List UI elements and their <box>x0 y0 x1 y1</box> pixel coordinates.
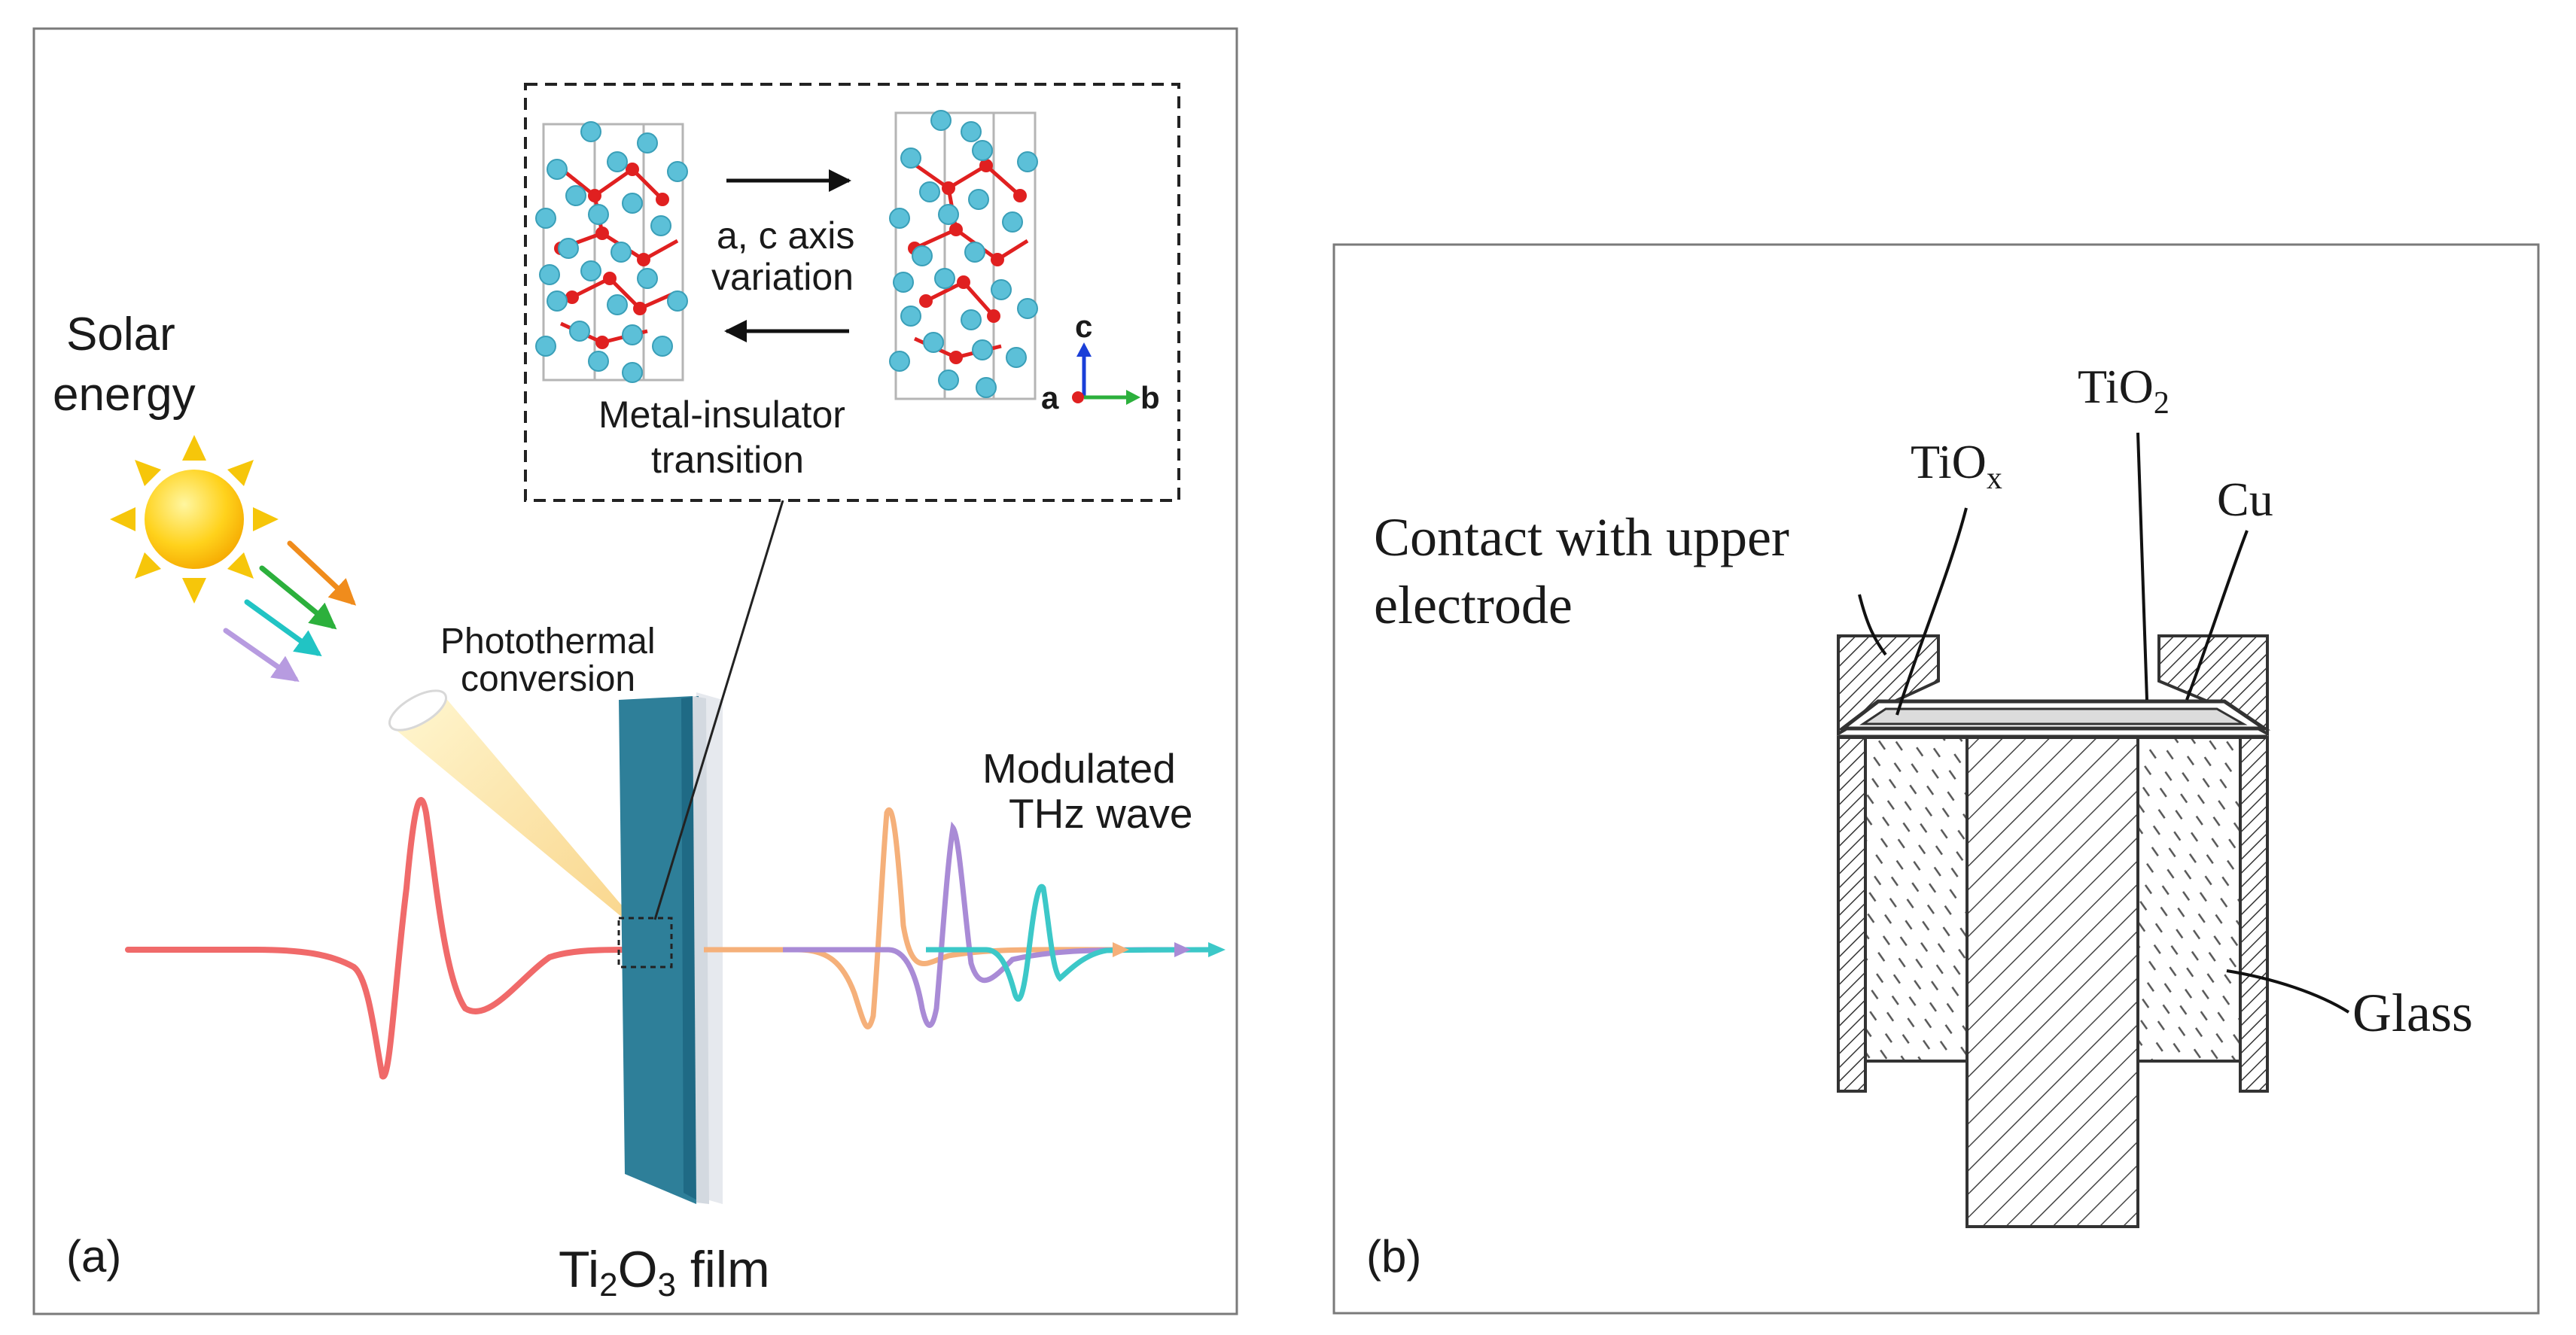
axis-label-a: a <box>1041 380 1059 415</box>
glass-left <box>1864 736 1969 1063</box>
axis-indicator: c a b <box>1041 309 1160 415</box>
outer-wall-left <box>1837 736 1867 1093</box>
crystal-structure-left <box>535 121 688 383</box>
solar-energy-label-2: energy <box>53 369 196 421</box>
contact-pad-left <box>1837 634 1940 737</box>
metal-insulator-label-1: Metal-insulator <box>598 394 845 436</box>
crystal-structure-right <box>889 110 1038 400</box>
film-label-rest: film <box>676 1241 770 1298</box>
transmitted-wave-orange <box>704 807 1115 1029</box>
arrow-head-orange <box>1113 942 1129 957</box>
axis-label-b: b <box>1140 380 1160 415</box>
photothermal-label-1: Photothermal <box>440 622 656 661</box>
tiox-label: TiOx <box>1911 435 2002 496</box>
ray-orange <box>287 540 357 606</box>
axis-variation-label-2: variation <box>711 256 854 298</box>
axis-variation-label-1: a, c axis <box>717 214 854 257</box>
panel-b-tag: (b) <box>1366 1231 1421 1282</box>
tiox-main: TiO <box>1911 435 1987 488</box>
tio2-label: TiO2 <box>2078 360 2170 421</box>
arrow-head-purple <box>1174 942 1191 957</box>
axis-label-c: c <box>1075 309 1092 344</box>
arrow-head-teal <box>1208 942 1226 957</box>
film-label-sub2: 3 <box>658 1267 676 1303</box>
laser-beam <box>388 689 655 944</box>
inset-dashed-box <box>524 83 1180 502</box>
photothermal-label-2: conversion <box>461 659 635 699</box>
leader-lines <box>1858 432 2350 1014</box>
ti2o3-film-label: Ti2O3 film <box>559 1241 770 1303</box>
modulated-thz-label-2: THz wave <box>1009 790 1193 837</box>
ray-purple <box>223 628 300 682</box>
tiox-sub: x <box>1987 461 2002 496</box>
electrode-cross-section <box>1837 634 2271 1228</box>
ti2o3-film <box>619 692 723 1204</box>
film-label-ti: Ti <box>559 1241 599 1298</box>
film-zoom-box <box>617 917 673 969</box>
panel-a: Solar energy Photothermal con <box>32 27 1238 1315</box>
solar-energy-label-1: Solar <box>66 309 175 360</box>
outer-wall-right <box>2239 736 2269 1093</box>
modulated-thz-label-1: Modulated <box>982 745 1176 792</box>
sun-icon <box>110 435 279 604</box>
center-rod <box>1965 736 2139 1228</box>
film-label-o: O <box>618 1241 658 1298</box>
incident-thz-wave <box>125 797 632 1080</box>
ray-green <box>259 565 337 630</box>
glass-label: Glass <box>2352 983 2473 1043</box>
tio2-sub: 2 <box>2154 386 2170 421</box>
crystal-inset: a, c axis variation <box>524 83 1180 502</box>
tio2-main: TiO <box>2078 360 2154 413</box>
film-label-sub1: 2 <box>599 1267 617 1303</box>
panel-a-tag: (a) <box>66 1231 121 1282</box>
transmitted-wave-teal <box>926 883 1213 1002</box>
contact-label-1: Contact with upper <box>1374 507 1789 567</box>
light-ray-arrows <box>223 540 357 682</box>
ray-teal <box>244 599 322 657</box>
glass-right <box>2136 736 2242 1063</box>
contact-label-2: electrode <box>1374 575 1573 635</box>
cu-label: Cu <box>2217 473 2273 526</box>
transmitted-wave-purple <box>783 821 1179 1028</box>
metal-insulator-label-2: transition <box>651 439 804 481</box>
panel-b: TiO2 TiOx Cu Contact with upper electrod… <box>1332 243 2540 1315</box>
zoom-connector-line <box>653 500 784 920</box>
